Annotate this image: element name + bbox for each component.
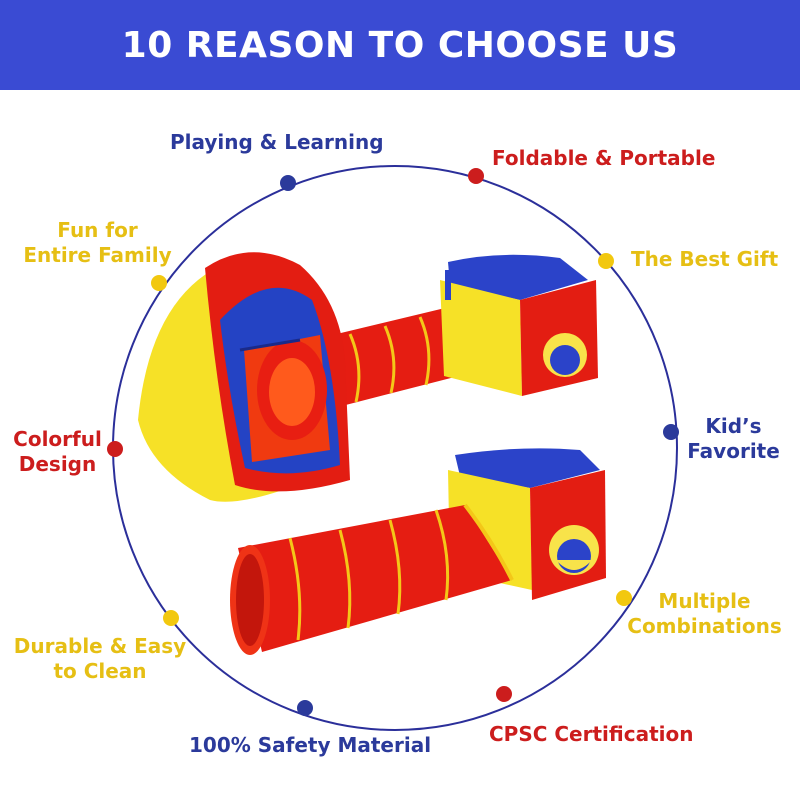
banner-title: 10 REASON TO CHOOSE US bbox=[121, 24, 679, 66]
reason-playing-learning: Playing & Learning bbox=[170, 130, 384, 154]
reason-fun-entire-family: Fun for Entire Family bbox=[20, 218, 175, 268]
reason-fun-line-2: Entire Family bbox=[23, 243, 172, 267]
reason-safety-material: 100% Safety Material bbox=[189, 733, 432, 757]
reason-foldable-portable: Foldable & Portable bbox=[492, 146, 716, 170]
reason-kids-line-1: Kid’s bbox=[705, 414, 762, 438]
reason-durable-line-2: to Clean bbox=[53, 659, 147, 683]
reason-fun-line-1: Fun for bbox=[57, 218, 138, 242]
dot-playing-learning bbox=[280, 175, 296, 191]
dot-fun-family bbox=[151, 275, 167, 291]
dot-multiple-combinations bbox=[616, 590, 632, 606]
reason-kids-favorite: Kid’s Favorite bbox=[686, 414, 781, 464]
pyramid-tent bbox=[138, 252, 350, 502]
reason-best-gift: The Best Gift bbox=[631, 247, 779, 271]
dot-safety-material bbox=[297, 700, 313, 716]
reason-durable-line-1: Durable & Easy bbox=[13, 634, 187, 658]
top-cube-tent bbox=[440, 254, 598, 396]
reason-multiple-line-1: Multiple bbox=[658, 589, 751, 613]
reason-kids-line-2: Favorite bbox=[687, 439, 780, 463]
dot-cpsc-certification bbox=[496, 686, 512, 702]
reason-colorful-design: Colorful Design bbox=[10, 427, 105, 477]
dot-best-gift bbox=[598, 253, 614, 269]
bottom-tunnel bbox=[230, 503, 514, 655]
reason-colorful-line-2: Design bbox=[18, 452, 97, 476]
title-banner: 10 REASON TO CHOOSE US bbox=[0, 0, 800, 90]
reason-colorful-line-1: Colorful bbox=[13, 427, 102, 451]
reason-multiple-combinations: Multiple Combinations bbox=[622, 589, 787, 639]
dot-colorful-design bbox=[107, 441, 123, 457]
dot-durable-clean bbox=[163, 610, 179, 626]
reason-durable-clean: Durable & Easy to Clean bbox=[10, 634, 190, 684]
dot-kids-favorite bbox=[663, 424, 679, 440]
reason-multiple-line-2: Combinations bbox=[627, 614, 782, 638]
dot-foldable-portable bbox=[468, 168, 484, 184]
reason-cpsc-certification: CPSC Certification bbox=[489, 722, 694, 746]
